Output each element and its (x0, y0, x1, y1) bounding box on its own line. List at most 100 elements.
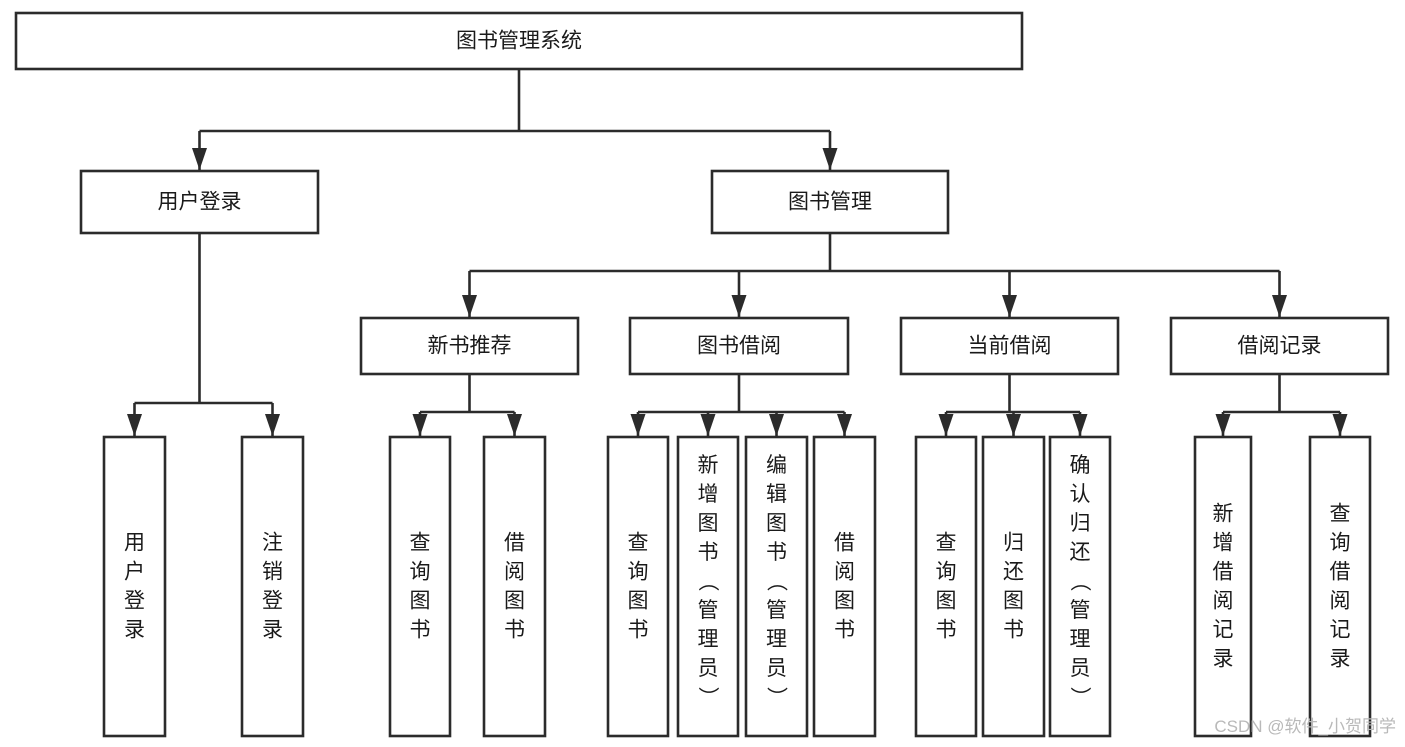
node-book-manage[interactable]: 图书管理 (710, 169, 950, 235)
label-char: 阅 (834, 561, 855, 584)
node-box-leaf-borrow-book (812, 435, 877, 738)
label-char: 录 (124, 619, 145, 642)
label-char: 借 (1213, 561, 1234, 584)
label-char: 书 (766, 541, 787, 564)
node-box-leaf-add-book (676, 435, 740, 738)
node-current-borrow[interactable]: 当前借阅 (899, 316, 1120, 376)
node-box-leaf-query-book (606, 435, 670, 738)
node-label-current-borrow: 当前借阅 (968, 335, 1052, 358)
node-box-leaf-query-book-rec (388, 435, 452, 738)
label-char: 登 (124, 590, 145, 613)
node-book-borrow[interactable]: 图书借阅 (628, 316, 850, 376)
label-char: 认 (1070, 483, 1091, 506)
label-char: ） (765, 687, 788, 708)
node-box-borrow-record (1169, 316, 1390, 376)
label-char: 员 (766, 657, 787, 680)
arrow-head-icon (769, 414, 784, 436)
label-char: 图 (410, 590, 431, 613)
label-char: 书 (628, 619, 649, 642)
label-char: 归 (1003, 532, 1024, 555)
label-char: 还 (1070, 541, 1091, 564)
label-char: 管 (766, 599, 787, 622)
node-new-book-rec[interactable]: 新书推荐 (359, 316, 580, 376)
node-label-new-book-rec: 新书推荐 (428, 335, 512, 358)
label-char: 查 (1330, 503, 1351, 526)
label-char: 书 (504, 619, 525, 642)
arrow-head-icon (265, 414, 280, 436)
node-user-login[interactable]: 用户登录 (79, 169, 320, 235)
arrow-head-icon (938, 414, 954, 436)
label-char: 借 (504, 532, 525, 555)
label-char: 图 (936, 590, 957, 613)
label-char: 编 (766, 454, 787, 477)
label-char: 图 (504, 590, 525, 613)
label-char: 增 (1213, 532, 1234, 555)
arrow-head-icon (462, 295, 477, 317)
node-leaf-user-login[interactable]: 用户登录 (102, 435, 167, 738)
node-borrow-record[interactable]: 借阅记录 (1169, 316, 1390, 376)
node-box-leaf-query-book-cur (914, 435, 978, 738)
label-char: 管 (698, 599, 719, 622)
node-box-current-borrow (899, 316, 1120, 376)
label-char: 确 (1070, 454, 1091, 477)
label-char: 注 (262, 532, 283, 555)
label-char: 增 (698, 483, 719, 506)
arrow-head-icon (507, 414, 522, 436)
node-box-leaf-borrow-book-rec (482, 435, 547, 738)
arrow-head-icon (731, 295, 747, 317)
node-box-book-manage (710, 169, 950, 235)
arrow-head-icon (127, 414, 142, 436)
label-char: 新 (698, 454, 719, 477)
arrow-head-icon (837, 414, 852, 436)
label-char: 辑 (766, 483, 787, 506)
node-root[interactable]: 图书管理系统 (14, 11, 1024, 71)
label-char: 录 (1213, 648, 1234, 671)
node-box-leaf-confirm-return (1048, 435, 1112, 738)
arrow-head-icon (1215, 414, 1231, 436)
label-char: 图 (834, 590, 855, 613)
label-char: 书 (936, 619, 957, 642)
label-char: 理 (1070, 628, 1091, 651)
label-char: 书 (410, 619, 431, 642)
arrow-head-icon (192, 148, 207, 170)
label-char: 理 (698, 628, 719, 651)
node-box-root (14, 11, 1024, 71)
label-char: （ (696, 571, 719, 592)
label-char: 询 (1330, 532, 1351, 555)
label-char: 图 (1003, 590, 1024, 613)
arrow-head-icon (1272, 295, 1287, 317)
node-box-new-book-rec (359, 316, 580, 376)
label-char: 还 (1003, 561, 1024, 584)
label-char: 理 (766, 628, 787, 651)
node-label-root: 图书管理系统 (456, 30, 582, 53)
node-box-leaf-logout (240, 435, 305, 738)
label-char: ） (1068, 687, 1091, 708)
label-char: （ (765, 571, 788, 592)
label-char: 记 (1330, 619, 1351, 642)
label-char: 图 (628, 590, 649, 613)
node-box-leaf-user-login (102, 435, 167, 738)
node-box-user-login (79, 169, 320, 235)
label-char: 书 (834, 619, 855, 642)
label-char: 询 (936, 561, 957, 584)
node-label-borrow-record: 借阅记录 (1238, 335, 1322, 358)
